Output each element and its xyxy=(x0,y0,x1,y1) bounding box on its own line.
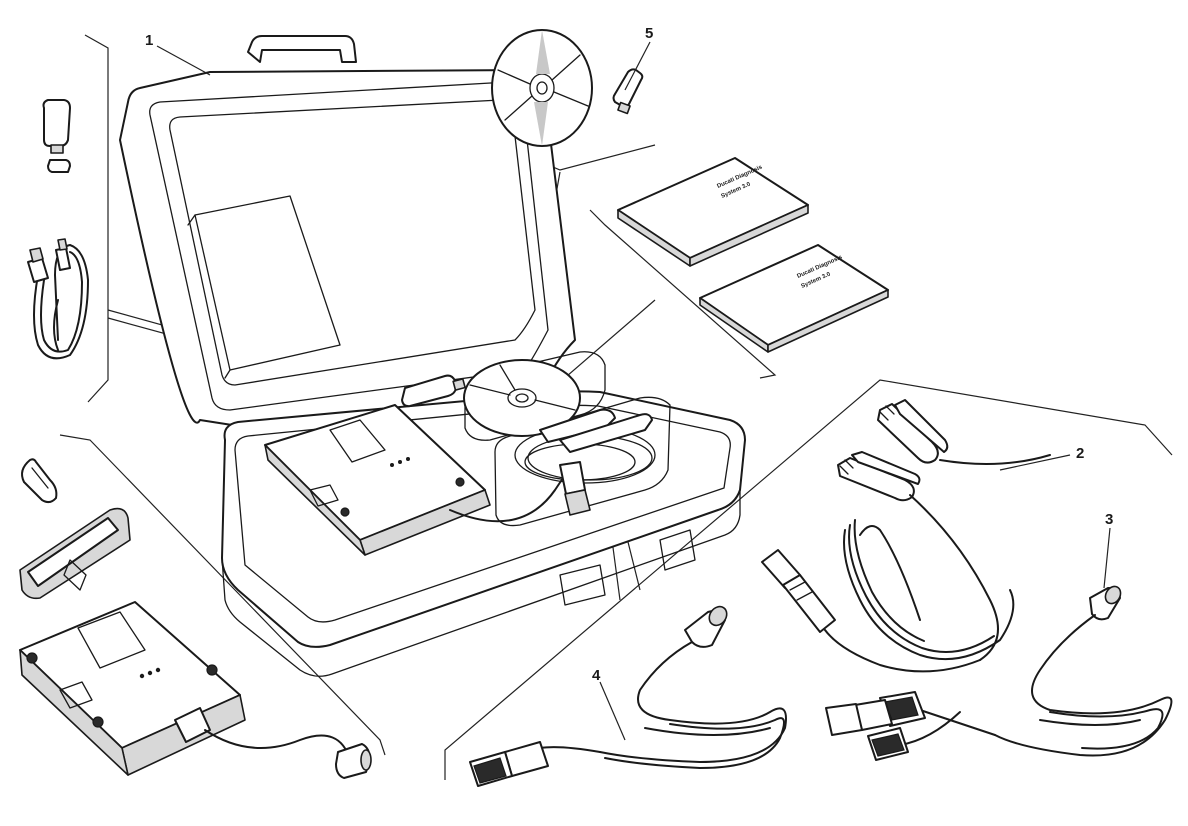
usb-cable-left xyxy=(27,238,89,360)
diagnostic-cable-4 xyxy=(469,605,787,787)
callout-leaders xyxy=(156,41,1111,741)
usb-stick-5 xyxy=(612,68,644,115)
callout-5: 5 xyxy=(645,25,653,42)
carabiner xyxy=(21,458,58,504)
callout-4: 4 xyxy=(592,667,601,684)
interface-unit-in-case xyxy=(264,404,566,556)
battery-clamp-cable xyxy=(761,399,1051,673)
diagnostic-cable-3 xyxy=(825,585,1173,761)
callout-2: 2 xyxy=(1076,445,1084,462)
callout-3: 3 xyxy=(1105,511,1113,528)
manual-top: Ducati Diagnosis System 3.0 xyxy=(617,157,809,267)
cable-coil-in-case xyxy=(514,408,656,516)
cd-in-case xyxy=(463,359,581,437)
shoulder-strap xyxy=(19,507,131,600)
callout-1: 1 xyxy=(145,32,153,49)
usb-in-case xyxy=(401,374,466,408)
interface-unit xyxy=(19,601,372,779)
carrying-case xyxy=(119,35,746,677)
cd-disc xyxy=(491,29,593,147)
usb-stick-left xyxy=(42,99,71,173)
manual-bottom: Ducati Diagnosis System 3.0 xyxy=(699,244,889,353)
